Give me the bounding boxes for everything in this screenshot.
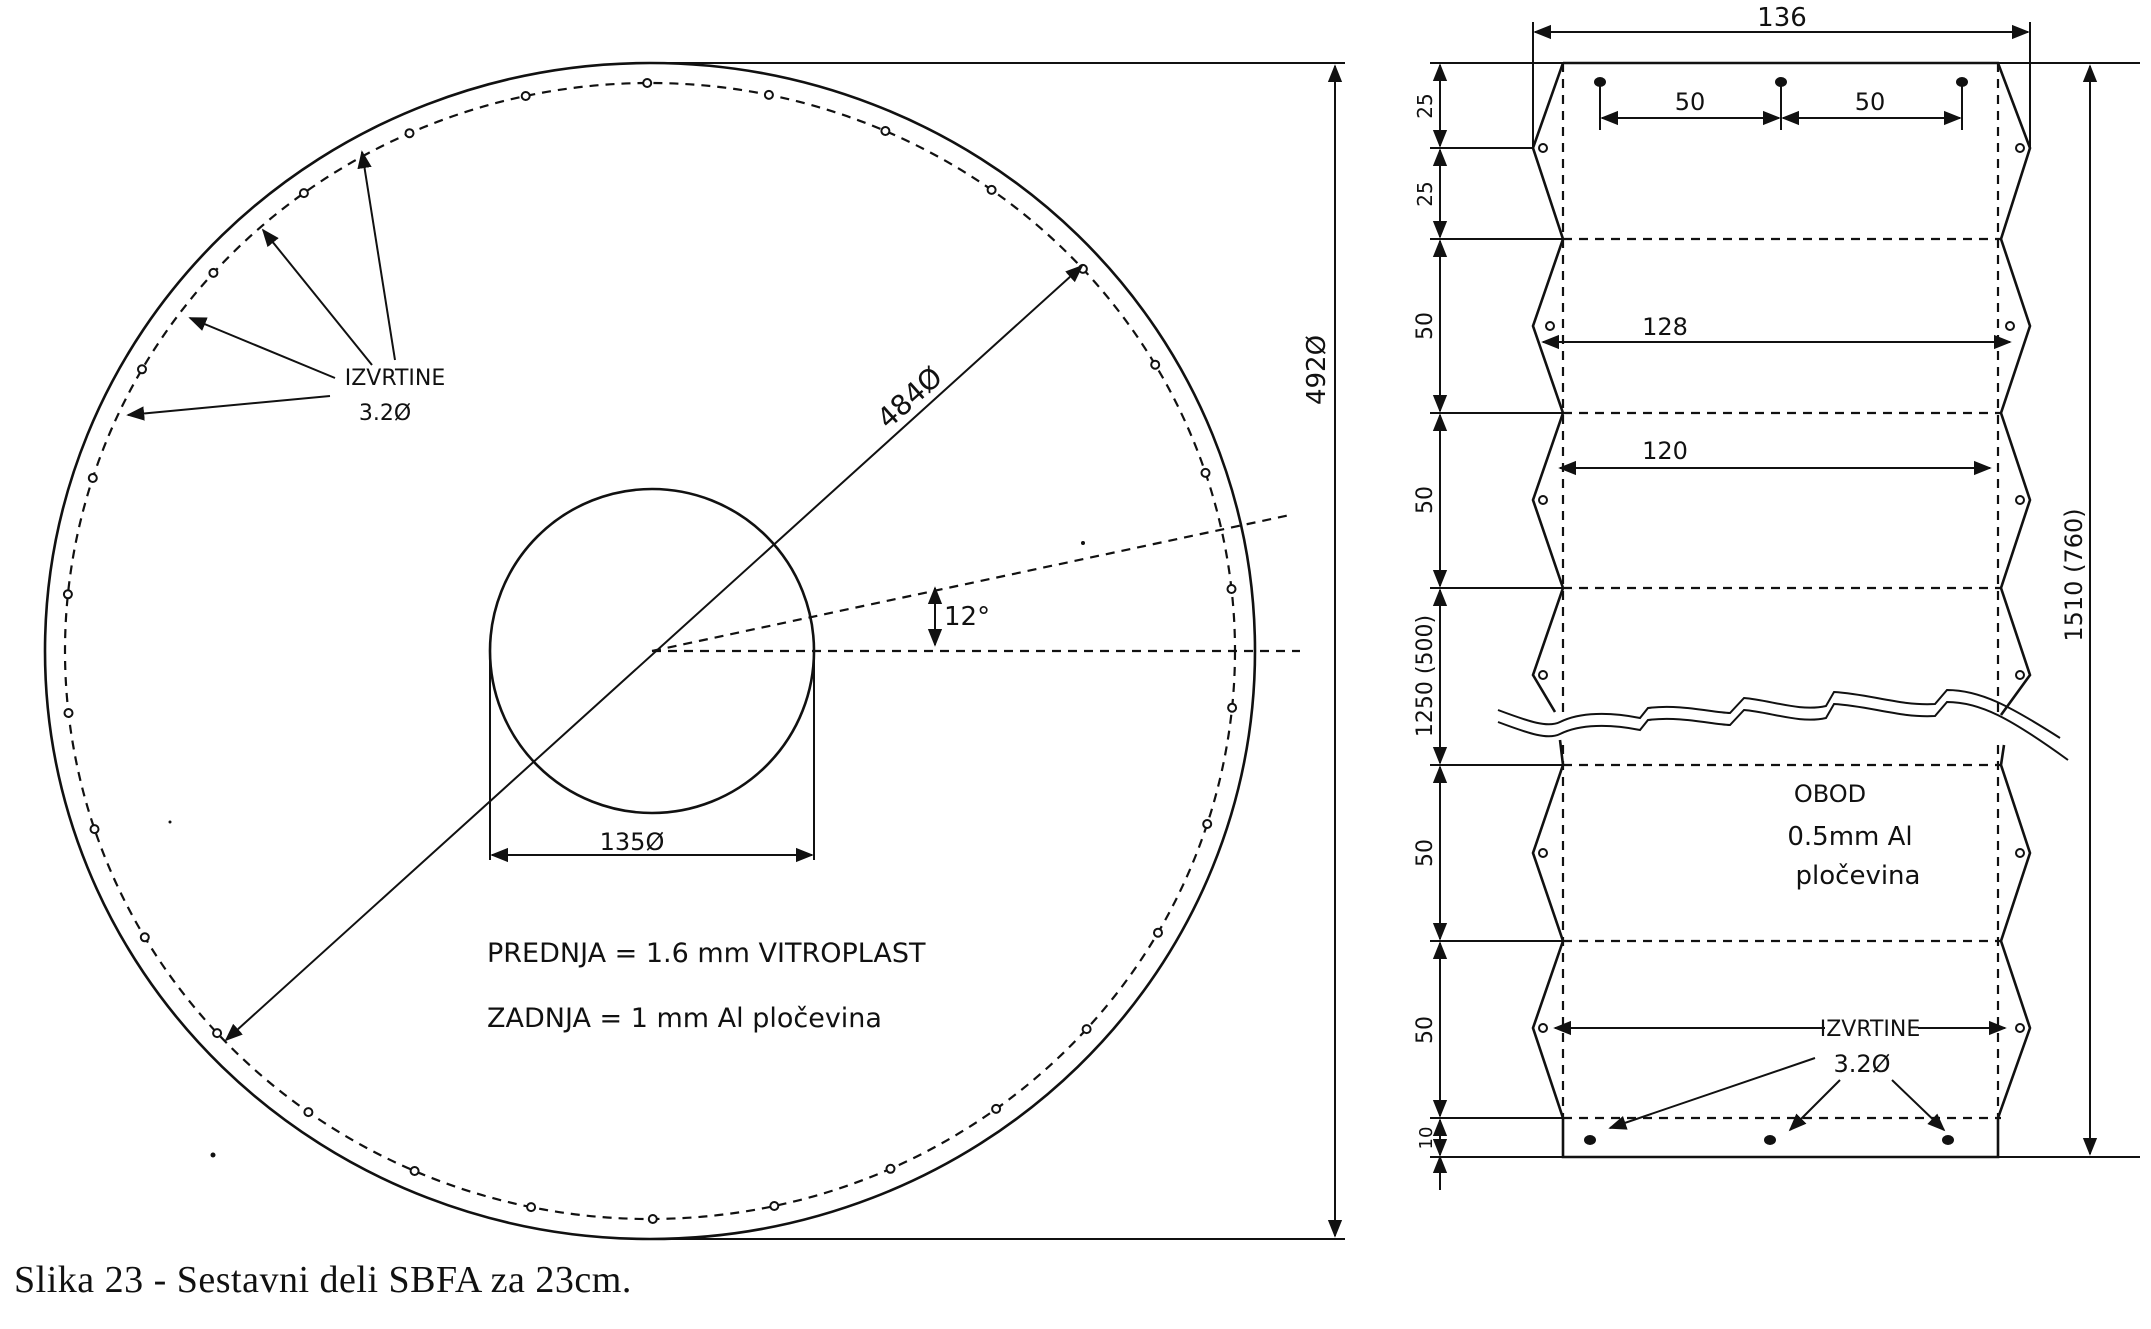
seg-10: 10: [1416, 1127, 1437, 1150]
disc-holes-size: 3.2Ø: [359, 401, 411, 426]
hole-spacing-a: 50: [1675, 88, 1706, 116]
width-120: 120: [1642, 437, 1688, 465]
disc-hole: [298, 188, 309, 199]
disc-hole: [769, 1201, 780, 1211]
rim-hole: [2015, 670, 2025, 680]
rim-hole: [1538, 848, 1548, 858]
rim-hole: [1538, 495, 1548, 505]
rim-hole: [2015, 143, 2025, 153]
break-line: [1497, 688, 2061, 739]
rim-label: OBOD: [1794, 780, 1866, 808]
stray-dot: [168, 820, 172, 824]
disc-holes-label: IZVRTINE: [345, 366, 446, 391]
rim-hole: [1538, 670, 1548, 680]
disc-hole: [885, 1163, 896, 1174]
leader-1: [357, 150, 396, 361]
leader-2: [261, 228, 373, 366]
disc-hole: [137, 364, 147, 375]
mount-hole: [1584, 1135, 1596, 1145]
rim-hole: [2015, 1023, 2025, 1033]
material-back: ZADNJA = 1 mm Al pločevina: [487, 1003, 882, 1034]
rim-hole: [2005, 321, 2015, 331]
rim-view: 136 50 50 128 120 25 25 50: [1413, 3, 2140, 1190]
disc-holes: [62, 78, 1238, 1224]
hole-spacing-b: 50: [1855, 88, 1886, 116]
disc-hole: [986, 184, 997, 195]
seg-50a: 50: [1413, 312, 1438, 340]
break-line: [1497, 700, 2069, 761]
rim-leader-2: [1788, 1079, 1841, 1132]
total-height: 1510 (760): [2060, 508, 2088, 641]
hole-circle-diameter-line: [224, 264, 1084, 1042]
rim-material: 0.5mm Al: [1787, 822, 1912, 852]
disc-hole: [139, 932, 150, 943]
disc-hole: [763, 89, 774, 100]
center-hole-diameter: 135Ø: [600, 828, 665, 856]
rim-leader-1: [1608, 1057, 1816, 1130]
disc-hole: [63, 708, 74, 718]
seg-50c: 50: [1413, 839, 1438, 867]
disc-hole: [62, 589, 73, 600]
rim-hole: [2015, 495, 2025, 505]
rim-hole: [2015, 848, 2025, 858]
mount-hole: [1942, 1135, 1954, 1145]
disc-hole: [1202, 819, 1213, 829]
rim-hole: [1545, 321, 1555, 331]
disc-hole: [520, 91, 531, 101]
disc-hole: [404, 128, 415, 139]
seg-25b: 25: [1413, 181, 1437, 206]
disc-hole: [212, 1028, 223, 1039]
disc-hole: [1200, 467, 1211, 478]
rim-hole: [1538, 143, 1548, 153]
disc-hole: [89, 824, 100, 835]
leader-3: [188, 317, 336, 379]
disc-hole: [642, 78, 653, 88]
material-front: PREDNJA = 1.6 mm VITROPLAST: [487, 938, 926, 969]
seg-25a: 25: [1413, 93, 1437, 118]
disc-hole: [1153, 927, 1163, 938]
disc-hole: [208, 267, 219, 278]
rim-outline-lower: [1531, 739, 2032, 1159]
rim-outline-upper-left: [1531, 62, 1565, 713]
seg-50d: 50: [1413, 1016, 1438, 1044]
disc-hole: [1081, 1024, 1092, 1035]
disc-hole: [991, 1103, 1002, 1114]
leader-4: [126, 395, 331, 421]
stray-dot: [1081, 541, 1085, 545]
mount-hole: [1764, 1135, 1776, 1145]
disc-hole: [1227, 702, 1238, 713]
outer-diameter: 492Ø: [1302, 335, 1332, 405]
stray-dot: [210, 1152, 216, 1158]
seg-broken: 1250 (500): [1413, 615, 1438, 737]
disc-hole: [647, 1214, 658, 1224]
disc-hole: [409, 1166, 420, 1176]
disc-hole: [87, 473, 98, 483]
angle-ray-line: [651, 513, 1291, 653]
disc-hole: [526, 1202, 537, 1213]
rim-outline-upper: [1563, 61, 2032, 716]
disc-hole: [303, 1107, 314, 1118]
rim-leader-3: [1891, 1079, 1946, 1132]
rim-material-2: pločevina: [1796, 861, 1921, 891]
rim-holes-size: 3.2Ø: [1833, 1050, 1890, 1078]
disc-hole: [1150, 359, 1161, 370]
disc-hole: [1226, 584, 1237, 594]
width-128: 128: [1642, 313, 1688, 341]
seg-50b: 50: [1413, 486, 1438, 514]
rim-hole: [1538, 1023, 1548, 1033]
top-width: 136: [1757, 3, 1807, 33]
rim-holes: [1538, 77, 2025, 1145]
rim-holes-label: IZVRTINE: [1820, 1017, 1921, 1042]
angle-value: 12°: [944, 602, 990, 632]
figure-caption: Slika 23 - Sestavni deli SBFA za 23cm.: [14, 1259, 632, 1301]
disc-hole: [880, 126, 891, 136]
disc-view: 135Ø 484Ø 12° 492Ø IZVRTINE 3.2Ø PREDNJA…: [43, 61, 1345, 1241]
